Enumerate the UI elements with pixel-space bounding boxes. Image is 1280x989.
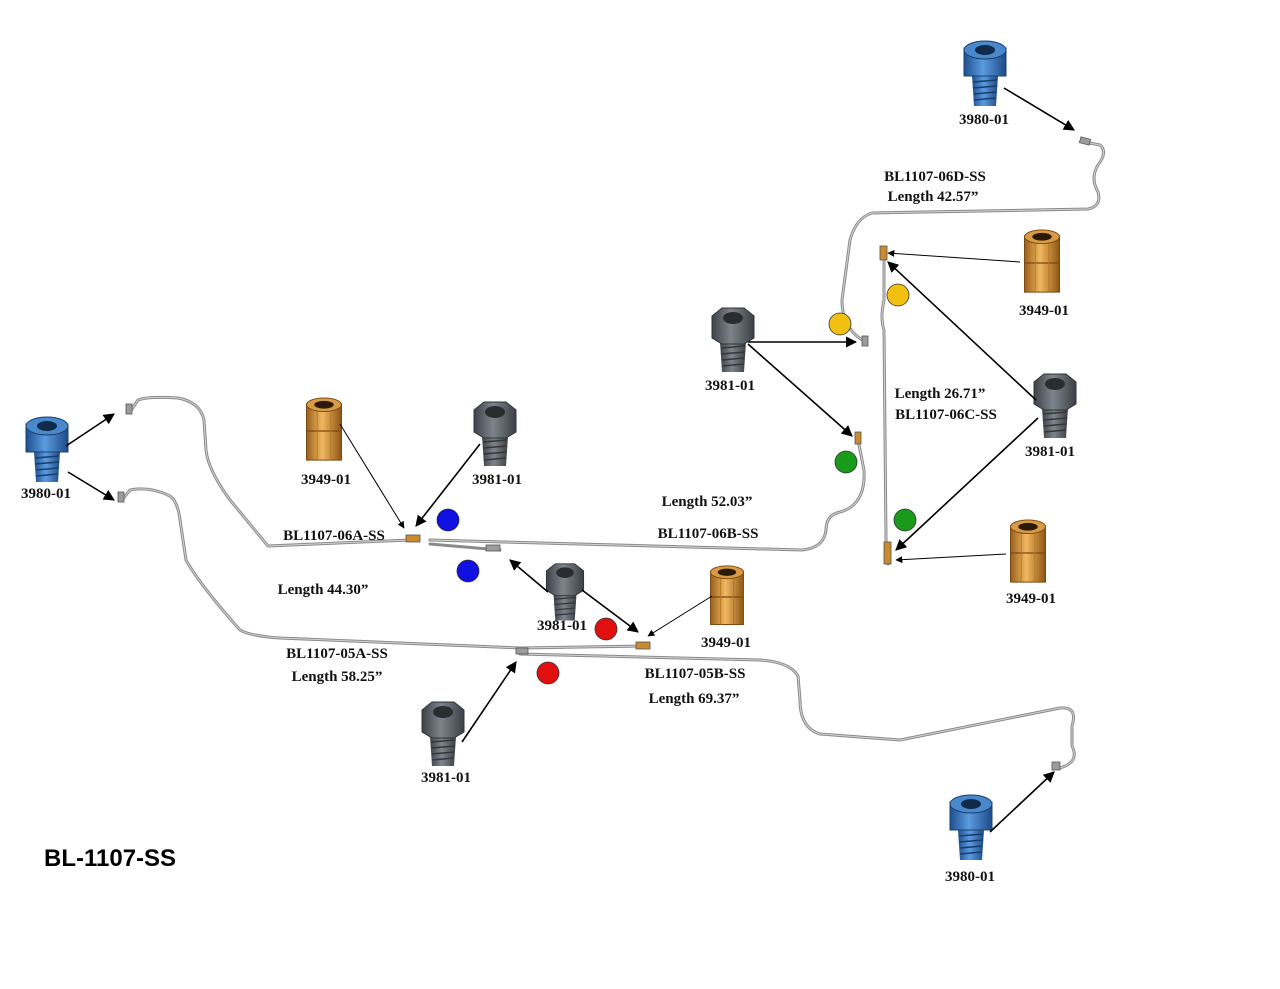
arrow-3949-l <box>339 423 405 529</box>
line-name-06c: BL1107-06C-SS <box>895 407 997 423</box>
line-name-05a: BL1107-05A-SS <box>286 646 388 662</box>
arrow-3981-c-a <box>509 559 549 593</box>
fitting-3981-center <box>545 563 585 622</box>
part-labels: 3980-01 3980-01 3980-01 3981-01 3981-01 … <box>21 112 1075 885</box>
part-label-3981-mid-left: 3981-01 <box>472 472 522 488</box>
arrow-3981-ml <box>415 443 481 527</box>
tube-bl1107-06b <box>428 438 866 552</box>
fitting-3949-top-right <box>1023 229 1061 293</box>
tube-bl1107-05b <box>518 652 1076 770</box>
part-label-3981-right: 3981-01 <box>1025 444 1075 460</box>
part-label-3949-center: 3949-01 <box>701 635 751 651</box>
line-name-06a: BL1107-06A-SS <box>283 528 385 544</box>
line-length-06a: Length 44.30” <box>278 582 369 598</box>
fitting-3980-top-right <box>963 40 1007 107</box>
part-label-3981-bottom: 3981-01 <box>421 770 471 786</box>
line-name-06d: BL1107-06D-SS <box>884 169 986 185</box>
part-label-3949-bottom-right: 3949-01 <box>1006 591 1056 607</box>
arrow-3981-r-a <box>887 261 1037 401</box>
part-label-3980-top-right: 3980-01 <box>959 112 1009 128</box>
part-label-3949-top-right: 3949-01 <box>1019 303 1069 319</box>
arrow-3981-r-b <box>895 417 1039 551</box>
part-label-3981-center: 3981-01 <box>537 618 587 634</box>
pointer-arrows <box>65 87 1075 833</box>
part-label-3980-left: 3980-01 <box>21 486 71 502</box>
line-length-05b: Length 69.37” <box>649 691 740 707</box>
arrow-3981-b <box>461 661 517 743</box>
arrow-3981-c-b <box>581 589 639 633</box>
fitting-3980-bottom-right <box>949 794 993 861</box>
fitting-3981-center-top <box>711 307 755 373</box>
tube-bl1107-05a <box>120 487 642 650</box>
kit-title: BL-1107-SS <box>44 845 176 872</box>
fitting-3949-center <box>709 565 745 626</box>
red-marker-lower <box>536 661 560 685</box>
blue-marker-upper <box>436 508 460 532</box>
line-name-06b: BL1107-06B-SS <box>658 526 759 542</box>
tube-bl1107-06d <box>840 140 1105 344</box>
green-marker-left <box>834 450 858 474</box>
arrow-3980-l-a <box>65 413 115 447</box>
part-label-3980-bottom-right: 3980-01 <box>945 869 995 885</box>
arrow-3981-ct-b <box>747 343 853 437</box>
line-length-05a: Length 58.25” <box>292 669 383 685</box>
arrow-3980-tr <box>1003 87 1075 131</box>
part-label-3949-left: 3949-01 <box>301 472 351 488</box>
line-labels: BL1107-06D-SS Length 42.57” Length 26.71… <box>278 169 997 707</box>
fitting-3949-bottom-right <box>1009 519 1047 583</box>
arrow-3949-tr <box>887 249 1021 263</box>
fitting-3949-left <box>305 397 343 461</box>
fitting-3981-bottom <box>421 701 465 767</box>
yellow-marker-right <box>886 283 910 307</box>
line-name-05b: BL1107-05B-SS <box>645 666 746 682</box>
arrow-3949-br <box>895 553 1007 564</box>
part-label-3981-center-top: 3981-01 <box>705 378 755 394</box>
arrow-3980-l-b <box>67 471 115 501</box>
yellow-marker-left <box>828 312 852 336</box>
brake-tubes <box>117 136 1105 771</box>
fitting-3980-left <box>25 416 69 483</box>
tube-end-fittings <box>117 136 1092 771</box>
line-length-06b: Length 52.03” <box>662 494 753 510</box>
tube-bl1107-06c <box>880 250 890 566</box>
line-length-06c: Length 26.71” <box>895 386 986 402</box>
red-marker-upper <box>594 617 618 641</box>
blue-marker-lower <box>456 559 480 583</box>
fitting-3981-mid-left <box>473 401 517 467</box>
green-marker-right <box>893 508 917 532</box>
line-length-06d: Length 42.57” <box>888 189 979 205</box>
fitting-3981-right <box>1033 373 1077 439</box>
arrow-3949-c <box>647 595 713 637</box>
color-markers <box>436 283 917 685</box>
arrow-3980-br <box>989 771 1055 833</box>
